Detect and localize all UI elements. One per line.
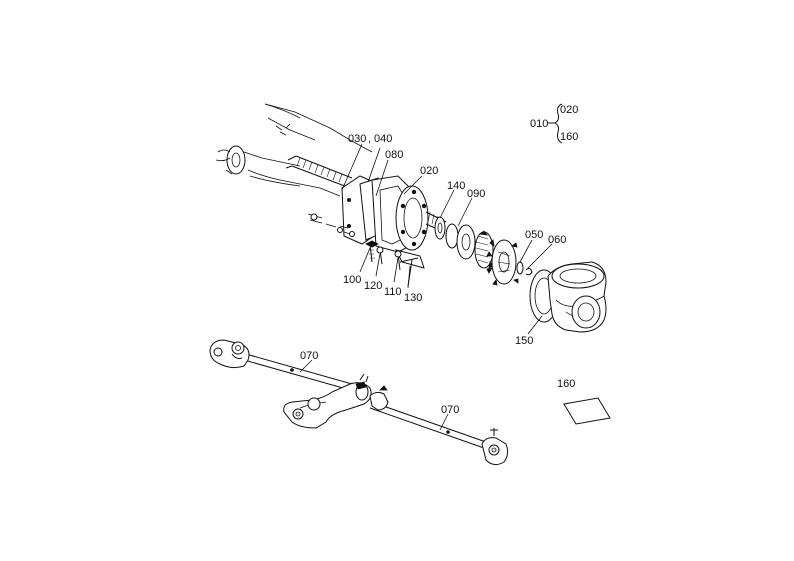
callout-110: 110	[384, 286, 402, 298]
center-steering-arm	[283, 373, 372, 429]
bearing-140	[434, 216, 446, 240]
left-hub-cap	[215, 145, 246, 175]
drive-shaft	[285, 155, 353, 189]
washer-050	[516, 261, 524, 275]
tie-rod-right	[369, 385, 509, 466]
pinion-gear	[474, 230, 494, 269]
callout-040: 040	[374, 133, 392, 145]
case-hardware	[307, 213, 355, 237]
callout-030: 030	[348, 133, 366, 145]
tie-rod-left	[209, 339, 353, 391]
callout-020-sub: 020	[560, 104, 578, 116]
bolt-120	[376, 246, 384, 265]
callout-070-right: 070	[441, 404, 459, 416]
callout-080: 080	[385, 149, 403, 161]
callout-050: 050	[525, 229, 543, 241]
leader-lines	[299, 143, 553, 431]
callout-120: 120	[364, 280, 382, 292]
bearing-090	[445, 223, 476, 260]
callout-070-left: 070	[300, 350, 318, 362]
bolt-100	[365, 240, 379, 263]
callout-130: 130	[404, 292, 422, 304]
callout-160-sub: 160	[560, 131, 578, 143]
callout-060: 060	[548, 234, 566, 246]
callout-090: 090	[467, 188, 485, 200]
knuckle-housing	[547, 261, 607, 333]
callout-020: 020	[420, 165, 438, 177]
final-drive-case	[341, 175, 447, 269]
stud-110	[394, 250, 402, 271]
label-plate-160	[563, 397, 611, 425]
callout-150: 150	[515, 335, 533, 347]
callout-160: 160	[557, 378, 575, 390]
callout-140: 140	[447, 180, 465, 192]
circlip-060	[525, 267, 533, 276]
callout-100: 100	[343, 274, 361, 286]
callout-labels: 030 , 040 080 020 140 090 050 060 100 12…	[300, 133, 575, 416]
assembly-hierarchy-bracket: 010 020 160	[530, 103, 578, 144]
bevel-gear	[486, 239, 519, 286]
axle-housing-outline	[237, 103, 373, 197]
callout-010: 010	[530, 118, 548, 130]
callout-comma: ,	[368, 133, 371, 145]
